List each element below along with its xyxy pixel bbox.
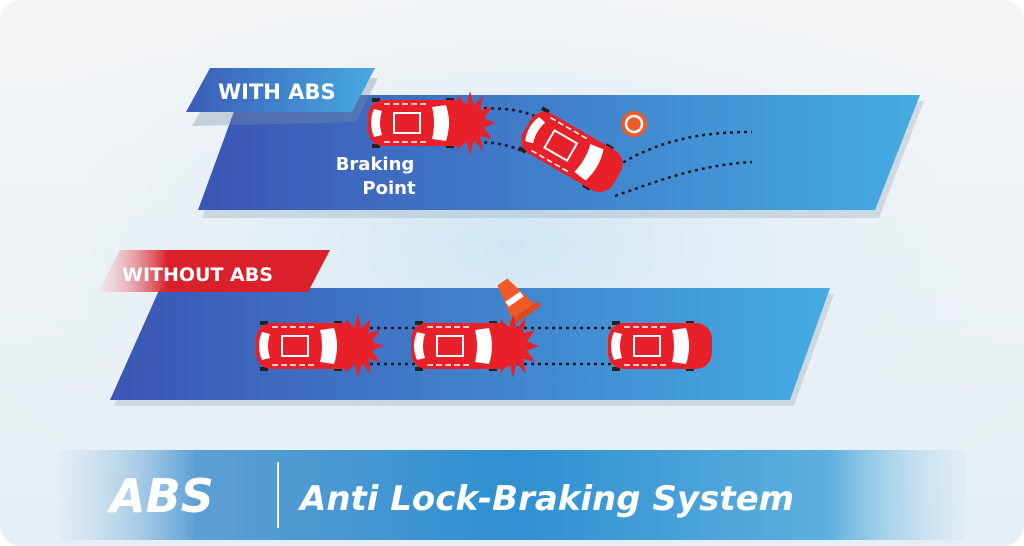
- car-icon: [517, 106, 623, 193]
- braking-point-line1: Braking: [336, 154, 415, 175]
- without-abs-label: WITHOUT ABS: [122, 264, 273, 286]
- banner-bg: [60, 450, 965, 540]
- car-icon: [368, 91, 496, 155]
- cars: [256, 91, 712, 378]
- skid-track: [614, 160, 753, 198]
- braking-point-line2: Point: [362, 178, 416, 199]
- abs-abbreviation: ABS: [107, 469, 214, 523]
- title-banner: ABS Anti Lock-Braking System: [60, 450, 965, 540]
- traffic-cone-icon: [497, 278, 542, 327]
- banner-title: Anti Lock-Braking System: [297, 479, 794, 519]
- with-abs-label: WITH ABS: [218, 80, 336, 104]
- with-abs-label-bg: [186, 68, 375, 112]
- car-icon: [256, 314, 384, 378]
- skid-track: [599, 130, 753, 179]
- car-icon: [608, 321, 712, 371]
- obstacle-ring: [624, 114, 644, 134]
- car-icon: [411, 314, 539, 378]
- without-abs-label-bg: [98, 250, 330, 292]
